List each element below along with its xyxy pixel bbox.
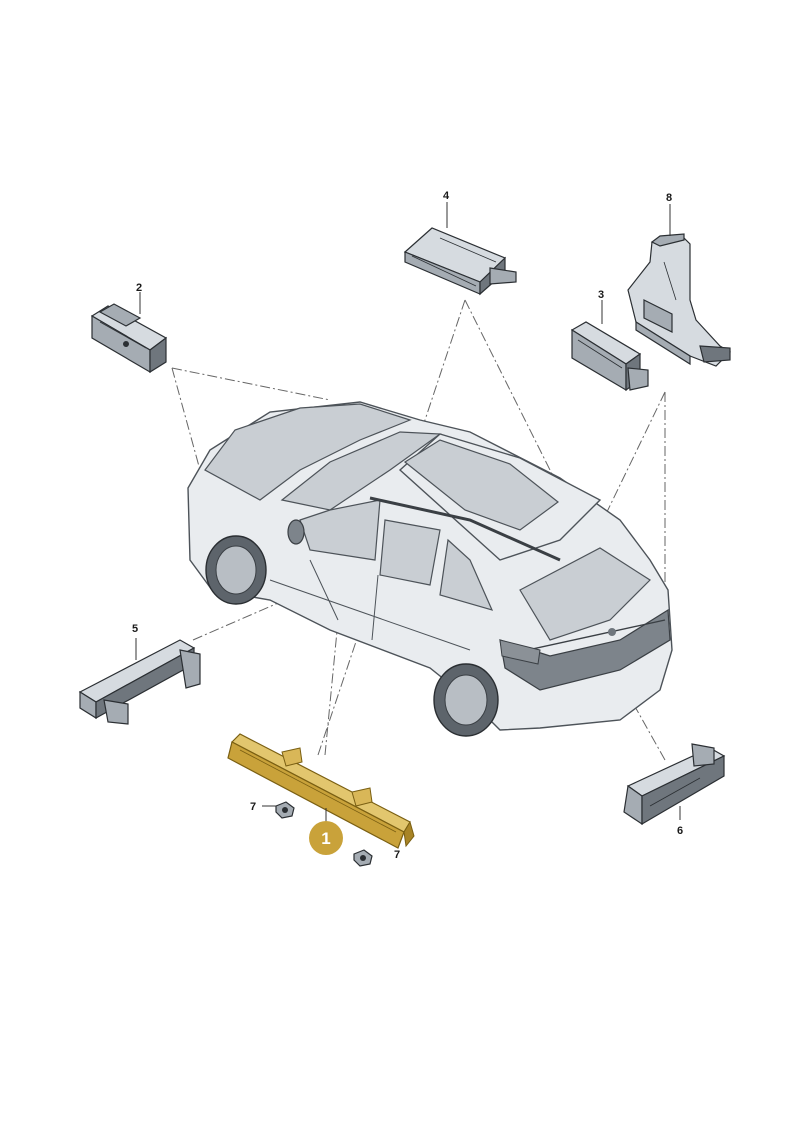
part-8-bracket[interactable]	[627, 233, 731, 367]
callout-8: 8	[666, 192, 672, 204]
callout-4: 4	[443, 190, 450, 202]
callout-badge-1	[309, 821, 343, 855]
part-4-control-unit[interactable]	[403, 227, 517, 296]
part-7-nut-right[interactable]	[353, 849, 373, 867]
part-6-antenna[interactable]	[623, 743, 726, 826]
callout-2: 2	[136, 282, 142, 294]
callout-7-right: 7	[394, 849, 400, 861]
callout-5: 5	[132, 623, 138, 635]
vehicle-illustration	[187, 401, 673, 737]
callout-6: 6	[677, 825, 683, 837]
part-7-nut-left[interactable]	[275, 801, 295, 819]
callout-1: 1	[321, 829, 330, 848]
part-5-antenna[interactable]	[78, 639, 201, 725]
part-1-antenna-highlighted[interactable]	[227, 733, 415, 849]
callout-3: 3	[598, 289, 604, 301]
part-3-control-unit[interactable]	[570, 321, 649, 392]
part-2-control-unit[interactable]	[90, 303, 168, 374]
callout-7-left: 7	[250, 801, 256, 813]
